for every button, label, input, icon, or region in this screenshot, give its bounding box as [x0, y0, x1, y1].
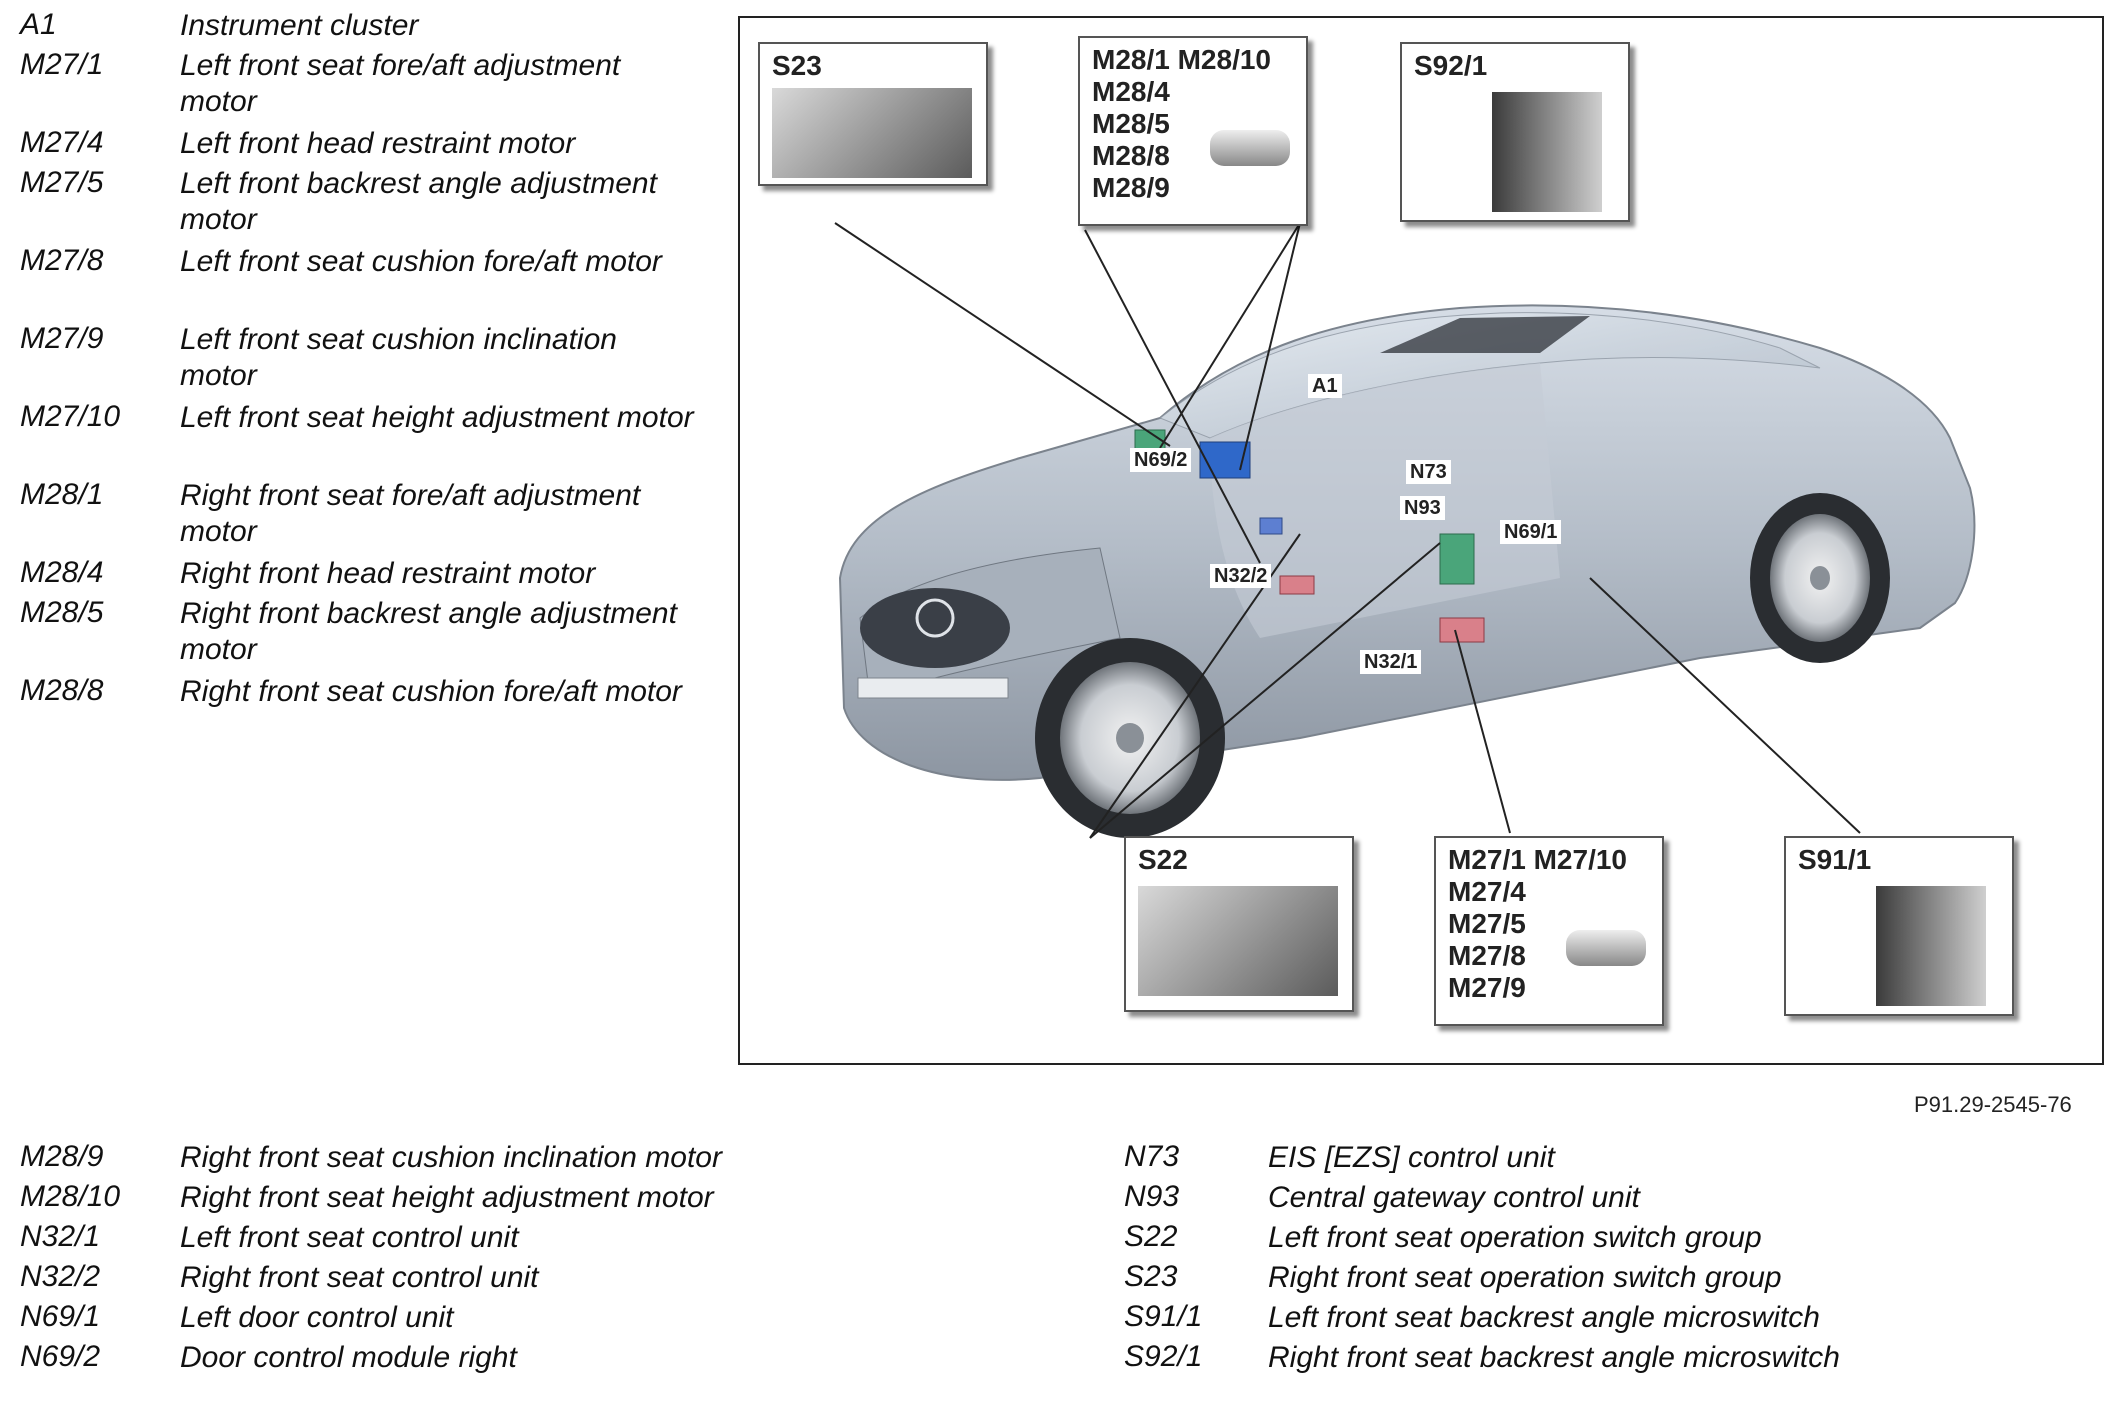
figure-reference: P91.29-2545-76 [1914, 1092, 2072, 1117]
component-location-figure: S23 M28/1 M28/10 M28/4 M28/5 M28/8 M28/9… [738, 16, 2104, 1065]
callout-m28-line: M28/5 [1092, 108, 1170, 139]
motor-image [1566, 930, 1646, 966]
front-grille [857, 588, 1010, 699]
callout-m27-line: M27/1 M27/10 [1448, 844, 1627, 875]
car-illustration [834, 222, 1976, 839]
motor-image [1210, 130, 1290, 166]
legend-code: N69/2 [20, 1340, 101, 1373]
callout-s92-1-title: S92/1 [1414, 50, 1488, 81]
legend-description: Left front seat cushion fore/aft motor [180, 245, 662, 278]
legend-description: Right front seat cushion fore/aft motor [180, 675, 682, 708]
label-a1: A1 [1308, 374, 1342, 398]
legend-code: M28/9 [20, 1140, 104, 1173]
callout-m27-line: M27/9 [1448, 972, 1526, 1003]
callout-m27-line: M27/5 [1448, 908, 1526, 939]
legend-code: N73 [1124, 1140, 1180, 1173]
callout-s22-title: S22 [1138, 844, 1188, 875]
n69-1-module-shape [1439, 533, 1475, 585]
legend-code: S91/1 [1124, 1300, 1203, 1333]
legend-description: Left front seat operation switch group [1268, 1221, 1762, 1254]
legend-description: Left front seat cushion inclination moto… [180, 323, 617, 392]
callout-s22: S22 [1124, 836, 1354, 1012]
legend-code: M27/9 [20, 322, 104, 355]
legend-description: Left door control unit [180, 1301, 454, 1334]
callout-m28-motors: M28/1 M28/10 M28/4 M28/5 M28/8 M28/9 [1078, 36, 1308, 226]
seat-switch-image [1138, 886, 1338, 996]
legend-description: Right front seat operation switch group [1268, 1261, 1782, 1294]
legend-code: N32/2 [20, 1260, 101, 1293]
legend-code: M28/1 [20, 478, 104, 511]
n32-2-module-shape [1279, 575, 1315, 595]
callout-m27-title: M27/1 M27/10 M27/4 M27/5 M27/8 M27/9 [1448, 844, 1627, 1004]
legend-code: M27/10 [20, 400, 121, 433]
legend-description: Right front seat fore/aft adjustment mot… [180, 479, 641, 548]
legend-description: Right front head restraint motor [180, 557, 596, 590]
legend-code: M28/5 [20, 596, 104, 629]
legend-description: Right front seat cushion inclination mot… [180, 1141, 722, 1174]
legend-description: Left front head restraint motor [180, 127, 576, 160]
legend-bottom-left: M28/9 Right front seat cushion inclinatio… [20, 1140, 1020, 1380]
callout-m27-motors: M27/1 M27/10 M27/4 M27/5 M27/8 M27/9 [1434, 836, 1664, 1026]
label-n73: N73 [1406, 460, 1451, 484]
callout-m28-title: M28/1 M28/10 M28/4 M28/5 M28/8 M28/9 [1092, 44, 1271, 204]
microswitch-image [1876, 886, 1986, 1006]
callout-m28-line: M28/8 [1092, 140, 1170, 171]
legend-code: M28/10 [20, 1180, 121, 1213]
callout-m28-line: M28/1 M28/10 [1092, 44, 1271, 75]
label-n32-2: N32/2 [1210, 564, 1272, 588]
microswitch-image [1492, 92, 1602, 212]
legend-description: Right front seat backrest angle microswi… [1268, 1341, 1840, 1374]
legend-description: Left front backrest angle adjustment mot… [180, 167, 657, 236]
legend-code: M27/8 [20, 244, 104, 277]
n32-1-module-shape [1439, 617, 1485, 643]
legend-code: S92/1 [1124, 1340, 1203, 1373]
callout-s92-1: S92/1 [1400, 42, 1630, 222]
callout-m27-line: M27/4 [1448, 876, 1526, 907]
legend-description: Door control module right [180, 1341, 517, 1374]
legend-code: M28/4 [20, 556, 104, 589]
callout-m27-line: M27/8 [1448, 940, 1526, 971]
seat-switch-image [772, 88, 972, 178]
label-n69-2: N69/2 [1130, 448, 1192, 472]
legend-code: S22 [1124, 1220, 1178, 1253]
legend-description: Left front seat fore/aft adjustment moto… [180, 49, 621, 118]
legend-code: S23 [1124, 1260, 1178, 1293]
n73-module-shape [1259, 517, 1283, 535]
legend-description: Right front seat control unit [180, 1261, 539, 1294]
callout-s23: S23 [758, 42, 988, 186]
legend-description: EIS [EZS] control unit [1268, 1141, 1555, 1174]
legend-code: M28/8 [20, 674, 104, 707]
label-n69-1: N69/1 [1500, 520, 1562, 544]
callout-m28-line: M28/9 [1092, 172, 1170, 203]
front-wheel [1035, 638, 1225, 838]
legend-code: N32/1 [20, 1220, 101, 1253]
legend-description: Right front seat height adjustment motor [180, 1181, 714, 1214]
label-n32-1: N32/1 [1360, 650, 1422, 674]
legend-description: Left front seat control unit [180, 1221, 519, 1254]
legend-description: Right front backrest angle adjustment mo… [180, 597, 677, 666]
legend-description: Left front seat backrest angle microswit… [1268, 1301, 1820, 1334]
rear-wheel [1750, 493, 1890, 663]
label-n93: N93 [1400, 496, 1445, 520]
callout-m28-line: M28/4 [1092, 76, 1170, 107]
callout-s91-1-title: S91/1 [1798, 844, 1872, 875]
legend-code: A1 [20, 8, 57, 41]
legend-code: M27/4 [20, 126, 104, 159]
callout-s23-title: S23 [772, 50, 822, 81]
legend-description: Central gateway control unit [1268, 1181, 1640, 1214]
legend-code: M27/1 [20, 48, 104, 81]
legend-description: Instrument cluster [180, 9, 419, 42]
callout-s91-1: S91/1 [1784, 836, 2014, 1016]
legend-code: N69/1 [20, 1300, 101, 1333]
legend-code: N93 [1124, 1180, 1180, 1213]
legend-code: M27/5 [20, 166, 104, 199]
legend-description: Left front seat height adjustment motor [180, 401, 694, 434]
